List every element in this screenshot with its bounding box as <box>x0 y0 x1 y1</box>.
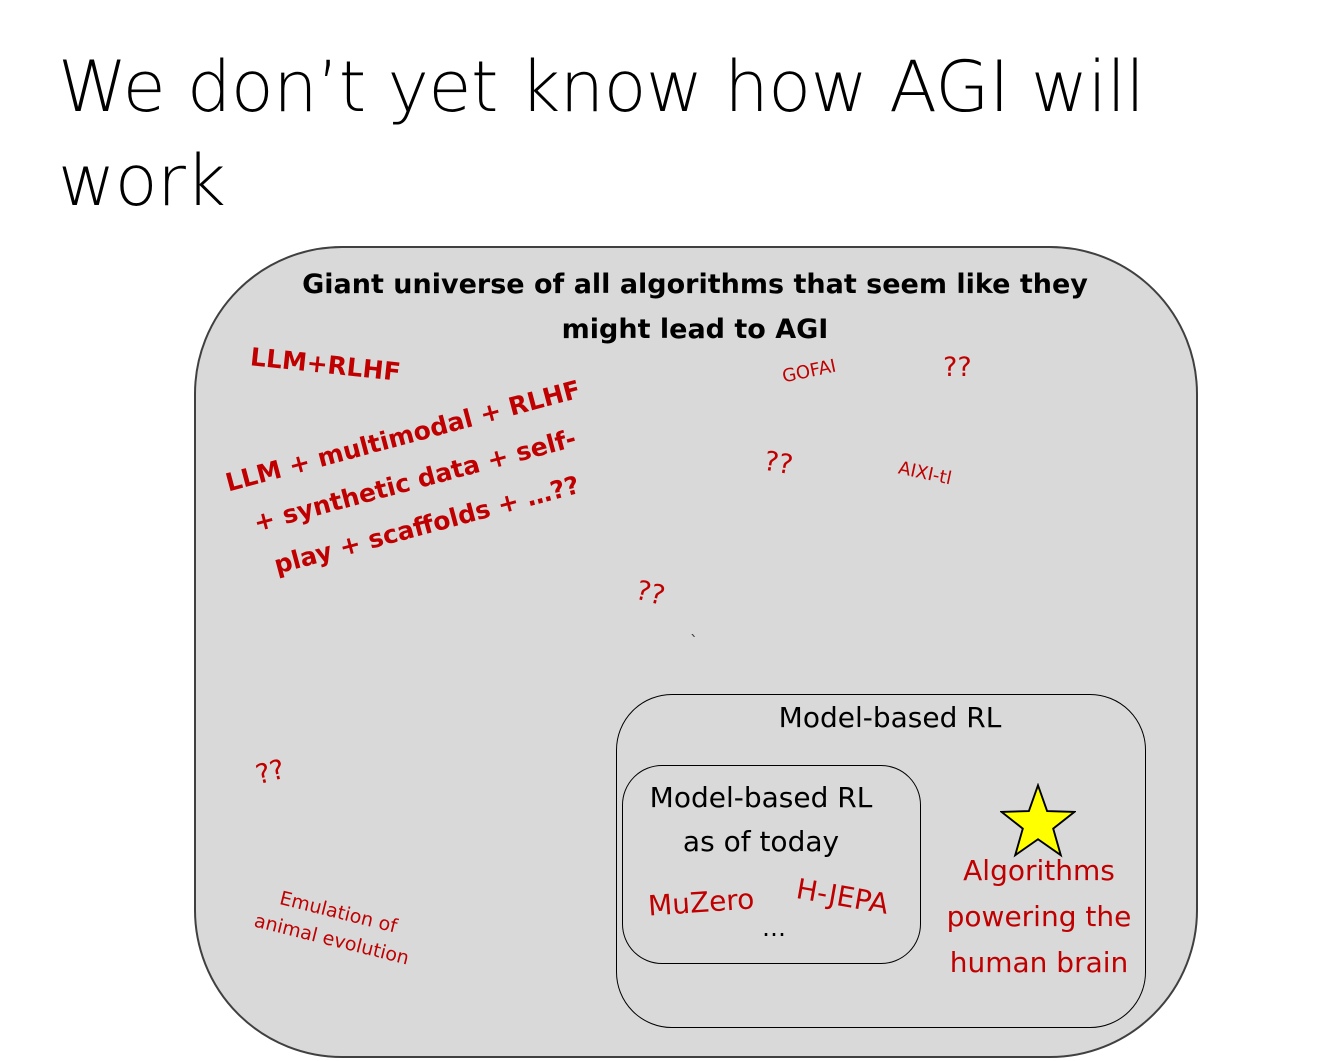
today-title-line2: as of today <box>682 825 840 858</box>
universe-title: Giant universe of all algorithms that se… <box>302 269 1088 345</box>
model-based-rl-title: Model-based RL <box>778 701 1002 734</box>
stray-mark: ` <box>690 632 698 651</box>
label-human-brain-algorithms: Algorithms powering the human brain <box>932 848 1146 986</box>
label-unknown-2: ?? <box>761 445 796 482</box>
brain-line1: Algorithms <box>963 854 1115 887</box>
model-based-rl-today-title: Model-based RL as of today <box>626 776 896 864</box>
slide-title: We don’t yet know how AGI will work <box>58 46 1145 222</box>
label-unknown-1: ?? <box>943 352 972 383</box>
today-title-line1: Model-based RL <box>649 781 873 814</box>
star-icon <box>1000 783 1076 858</box>
brain-line3: human brain <box>949 946 1129 979</box>
label-ellipsis: … <box>762 914 786 942</box>
model-based-rl-today-box <box>622 765 921 964</box>
model-based-rl-box <box>616 694 1146 1028</box>
universe-container <box>194 246 1198 1058</box>
brain-line2: powering the <box>946 900 1132 933</box>
